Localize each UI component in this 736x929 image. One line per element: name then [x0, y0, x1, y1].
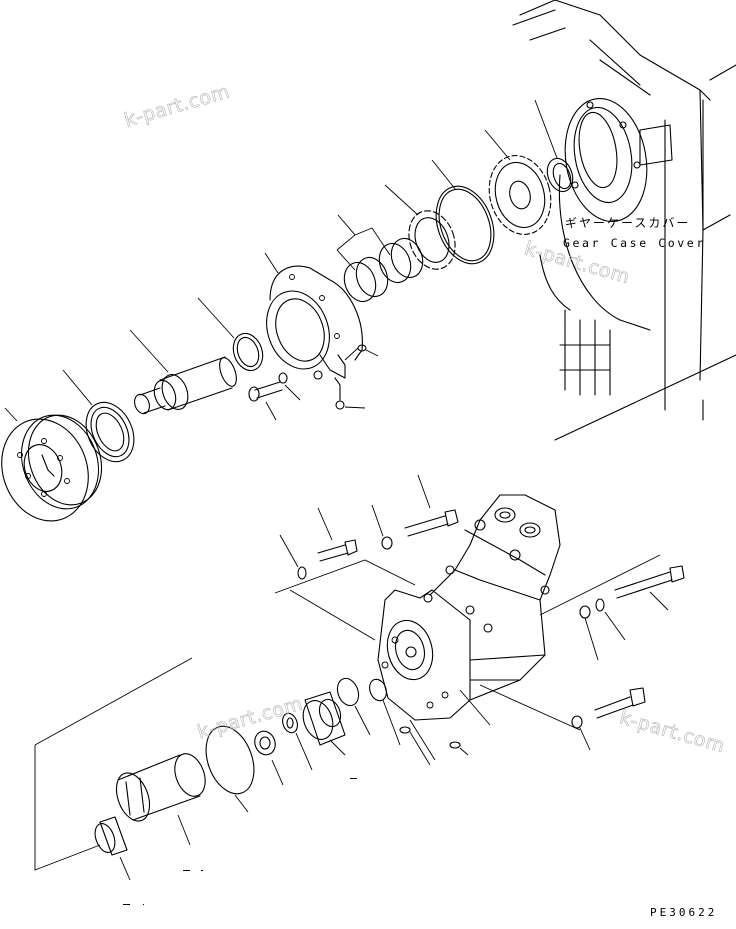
air-compressor: [289, 494, 661, 761]
coupling: [336, 677, 469, 766]
bearing-small: [94, 816, 131, 881]
dash-mark: [183, 870, 190, 871]
o-ring: [197, 297, 264, 372]
nut: [302, 691, 346, 756]
snap-ring: [534, 99, 574, 193]
washer: [278, 372, 366, 410]
bolt-top: [404, 474, 459, 537]
bolt: [248, 381, 283, 421]
dash-mark: [143, 904, 144, 905]
shaft: [129, 329, 237, 415]
bolt-lower-right: [571, 687, 646, 751]
dash-mark: [123, 904, 130, 905]
washer-right: [579, 598, 626, 661]
bearing: [62, 369, 135, 463]
thrust-washer: [384, 184, 456, 270]
pulley: [1, 407, 103, 522]
leader-compressor-group: [274, 559, 416, 594]
bolt-right: [614, 565, 685, 611]
dash-mark: [201, 870, 203, 871]
seal-ring: [431, 159, 495, 265]
bolt-left: [317, 507, 358, 562]
washer-top: [371, 504, 393, 550]
o-ring-large: [205, 725, 255, 813]
housing: [264, 252, 379, 401]
dash-mark: [350, 778, 357, 779]
nut-small: [254, 730, 284, 786]
bushing-pair: [336, 214, 424, 303]
drawing-number: PE30622: [650, 906, 718, 919]
gear-case-cover: [512, 0, 736, 441]
sleeve: [115, 753, 206, 846]
washer-left: [279, 534, 307, 580]
drive-gear: [484, 129, 552, 235]
gear-case-cover-label-en: Gear Case Cover: [563, 236, 706, 250]
leader-frame-lower: [34, 657, 193, 871]
gear-case-cover-label-jp: ギヤーケースカバー: [565, 216, 691, 230]
washer-small: [282, 712, 313, 771]
